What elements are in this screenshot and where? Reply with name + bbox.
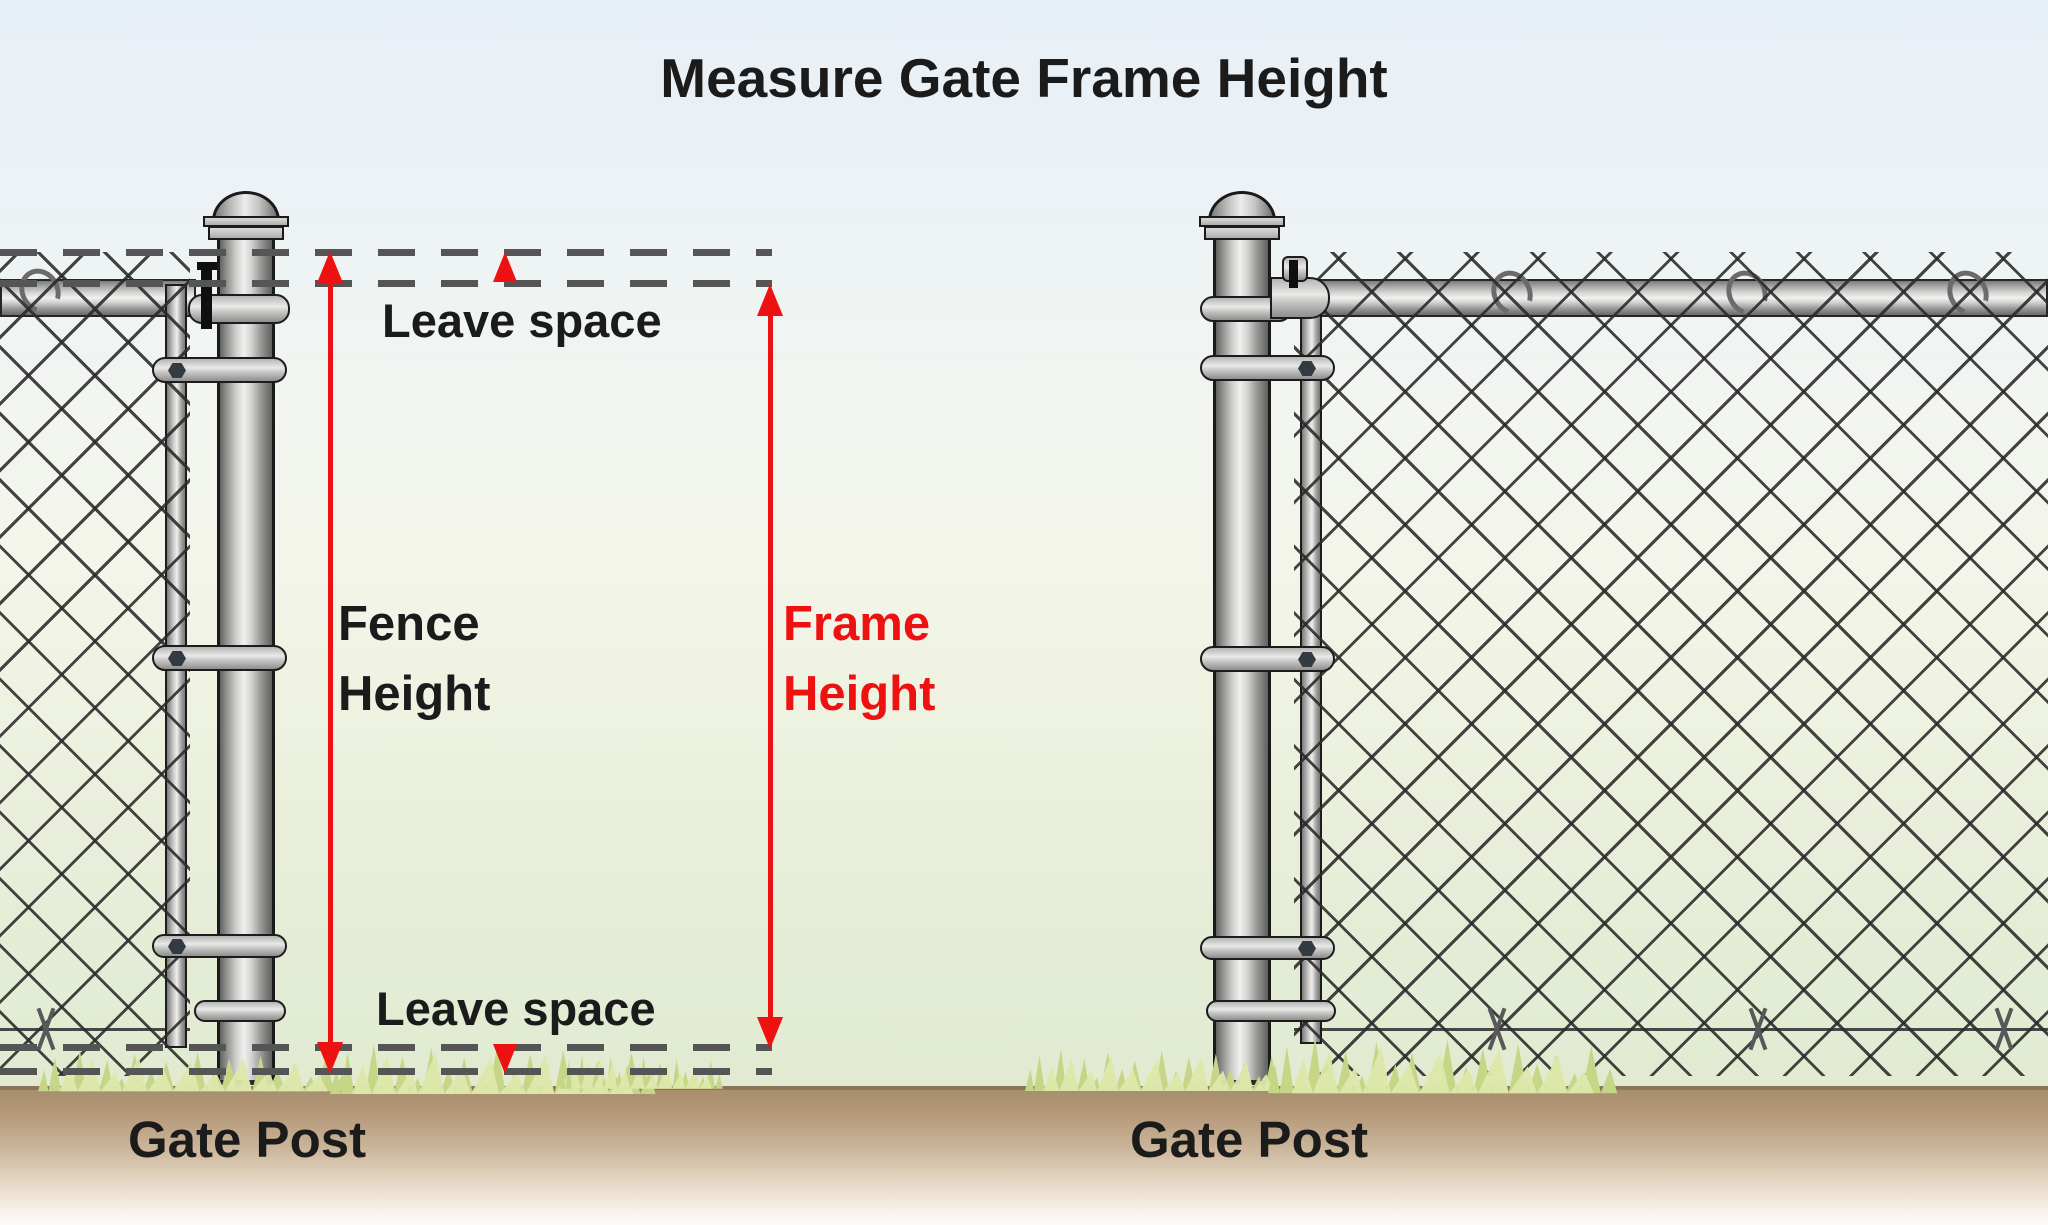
- page-title: Measure Gate Frame Height: [660, 47, 1388, 109]
- fence-height-label: Fence Height: [338, 589, 490, 729]
- leave-space-bottom-marker: [493, 1044, 517, 1074]
- elbow-pin-icon: [1289, 260, 1298, 288]
- band-bolt-icon: [1298, 941, 1316, 956]
- band-bolt-icon: [168, 939, 186, 954]
- fence-bottom-reference-line: [0, 1068, 772, 1075]
- band-bolt-icon: [1298, 361, 1316, 376]
- frame-top-reference-line: [0, 280, 772, 287]
- leave-space-top-label: Leave space: [382, 294, 662, 347]
- rail-elbow-fitting: [1270, 277, 1330, 319]
- frame-height-arrow-bottom: [757, 1017, 783, 1049]
- hinge-pin-icon: [201, 265, 212, 329]
- fence-top-reference-line: [0, 249, 772, 256]
- fence-height-line1: Fence: [338, 597, 480, 651]
- wire-twist-icon: [1474, 1007, 1520, 1053]
- leave-space-top-marker: [493, 252, 517, 282]
- frame-height-line2: Height: [783, 667, 936, 721]
- frame-height-label: Frame Height: [783, 589, 935, 729]
- wire-twist-icon: [1981, 1007, 2027, 1053]
- band-bolt-icon: [168, 363, 186, 378]
- band-bolt-icon: [1298, 652, 1316, 667]
- fence-height-arrow: [328, 276, 333, 1044]
- fence-height-line2: Height: [338, 667, 491, 721]
- frame-height-arrow: [768, 308, 773, 1020]
- gate-post-left-label: Gate Post: [128, 1111, 367, 1168]
- bottom-band: [1206, 1000, 1336, 1022]
- left-post-cap-collar: [208, 226, 284, 240]
- fence-height-arrow-bottom: [317, 1042, 343, 1074]
- wire-twist-icon: [1735, 1007, 1781, 1053]
- right-post-cap-collar: [1204, 226, 1280, 240]
- hinge-pin-head: [197, 262, 217, 270]
- bottom-band: [194, 1000, 286, 1022]
- band-bolt-icon: [168, 651, 186, 666]
- gate-post-right-label: Gate Post: [1130, 1111, 1369, 1168]
- chain-link-mesh-right: [1294, 252, 2048, 1076]
- frame-height-line1: Frame: [783, 597, 931, 651]
- ground: [0, 1086, 2048, 1225]
- frame-bottom-reference-line: [0, 1044, 772, 1051]
- leave-space-bottom-label: Leave space: [376, 982, 656, 1035]
